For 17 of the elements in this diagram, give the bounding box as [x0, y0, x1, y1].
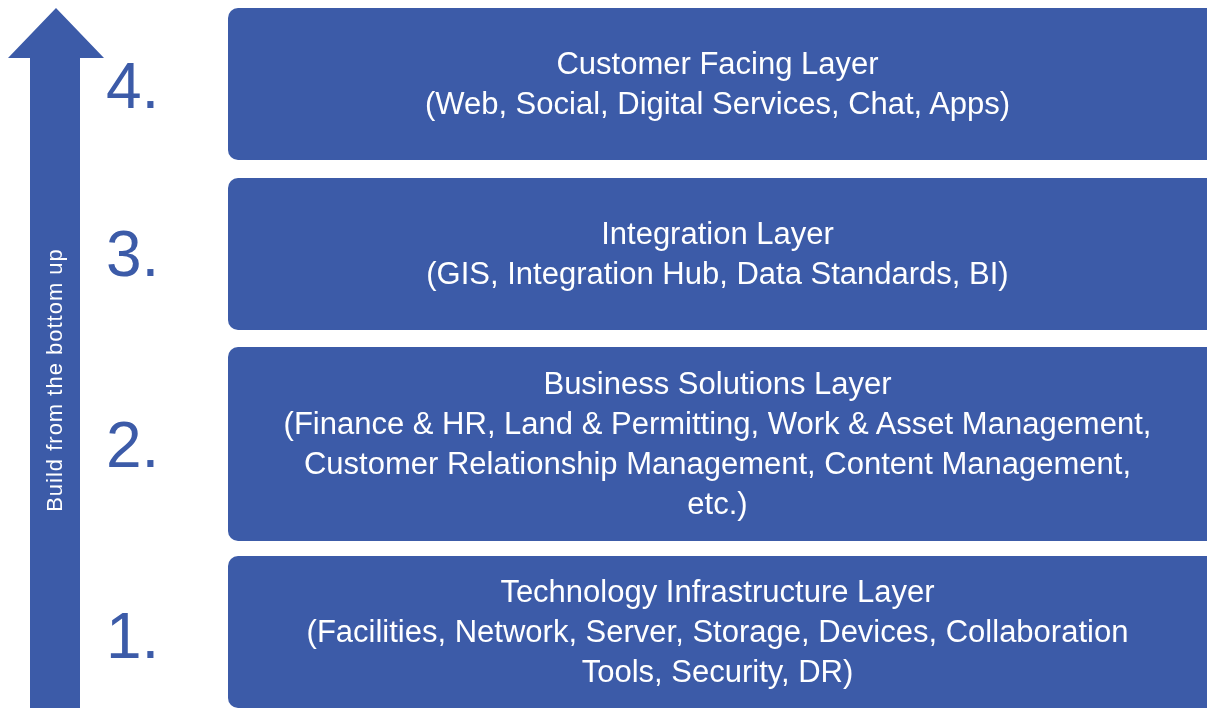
- layer-description: (GIS, Integration Hub, Data Standards, BI): [426, 255, 1009, 293]
- layer-title: Business Solutions Layer: [543, 365, 892, 403]
- layer-box: [228, 178, 1207, 330]
- layer-number: 2.: [106, 413, 161, 477]
- layer-number: 3.: [106, 222, 161, 286]
- layer-title: Integration Layer: [601, 215, 834, 253]
- layer-title: Customer Facing Layer: [556, 45, 879, 83]
- layer-title: Technology Infrastructure Layer: [500, 573, 935, 611]
- layer-box: [228, 556, 1207, 708]
- layer-number: 4.: [106, 54, 161, 118]
- layer-description: (Finance & HR, Land & Permitting, Work & Asset Management, Customer Relationship Management, Content Management, etc.): [282, 405, 1153, 523]
- arrow-label: Build from the bottom up: [42, 248, 68, 512]
- layer-box: [228, 347, 1207, 541]
- layer-description: (Facilities, Network, Server, Storage, Devices, Collaboration Tools, Security, DR): [305, 613, 1130, 691]
- layer-description: (Web, Social, Digital Services, Chat, Apps): [424, 85, 1011, 123]
- layer-number: 1.: [106, 604, 161, 668]
- layer-box: [228, 8, 1207, 160]
